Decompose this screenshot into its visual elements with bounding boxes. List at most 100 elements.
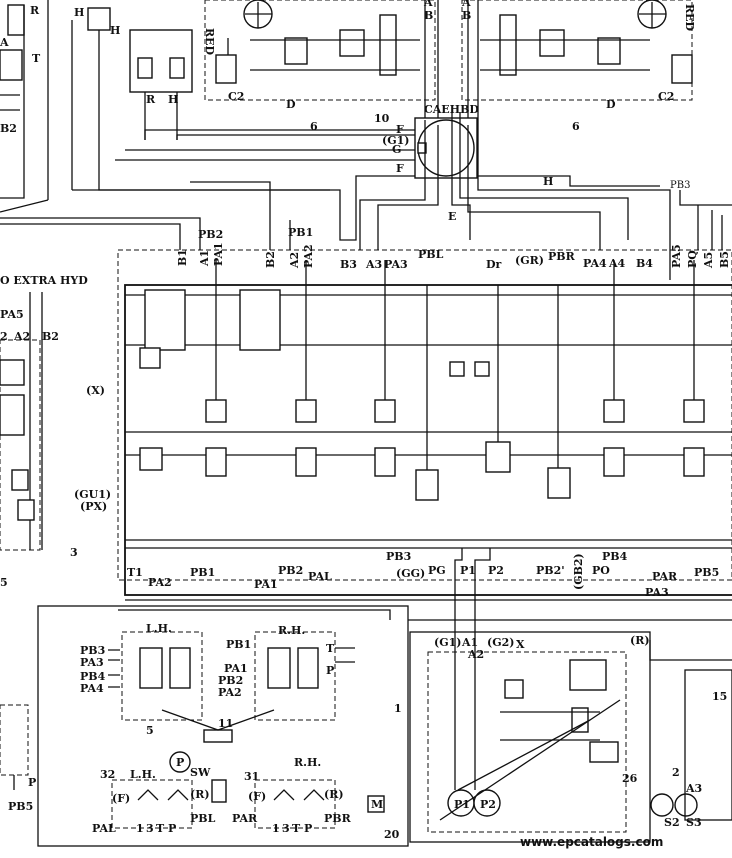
watermark-text: www.epcatalogs.com xyxy=(520,835,663,849)
label-pal-b: PAL xyxy=(92,822,116,835)
label-lh2: L.H. xyxy=(130,768,156,781)
label-p2-pump: P2 xyxy=(480,798,496,811)
main-pump-unit xyxy=(409,631,651,843)
label-pa2: PA2 xyxy=(302,244,315,268)
label-r-a: (R) xyxy=(190,788,210,801)
swivel-piping xyxy=(0,100,732,280)
label-m: M xyxy=(371,798,383,811)
label-sw: SW xyxy=(190,766,211,779)
label-a1: A1 xyxy=(198,250,211,267)
label-a3: A3 xyxy=(365,258,382,271)
label-red-right: RED xyxy=(683,4,696,32)
label-15: 15 xyxy=(712,690,727,703)
label-pa2-g: PA2 xyxy=(218,686,242,699)
label-p-circle: P xyxy=(176,756,184,769)
label-p-g: P xyxy=(326,664,334,677)
label-5-g: 5 xyxy=(146,724,154,737)
label-p-t2: P xyxy=(304,822,312,835)
label-b4: B4 xyxy=(636,257,653,270)
label-a3-pump: A3 xyxy=(685,782,702,795)
label-g2: (G2) xyxy=(487,636,514,649)
label-c2-left: C2 xyxy=(228,90,244,103)
label-a-tr: A xyxy=(461,0,471,9)
label-red-left: RED xyxy=(203,28,216,56)
label-p2: P2 xyxy=(488,564,504,577)
label-3-t2: 3 xyxy=(282,822,290,835)
label-32: 32 xyxy=(100,768,115,781)
label-a4: A4 xyxy=(608,257,626,270)
label-3-t: 3 xyxy=(146,822,154,835)
label-a2-pump: A2 xyxy=(467,648,484,661)
label-a2-left: A2 xyxy=(13,330,30,343)
label-h-sensor: H xyxy=(110,24,120,37)
label-lh: L.H. xyxy=(146,622,172,635)
label-2-pump: 2 xyxy=(672,766,680,779)
label-s3: S3 xyxy=(686,816,702,829)
label-pa4: PA4 xyxy=(583,257,607,270)
label-t-g: T xyxy=(326,642,335,655)
pump-connecting-lines xyxy=(118,548,732,661)
travel-motor-left xyxy=(204,0,439,125)
label-f-a: (F) xyxy=(112,792,130,805)
swing-brake-box xyxy=(129,29,193,140)
label-rh: R.H. xyxy=(278,624,305,637)
label-c2-right: C2 xyxy=(658,90,674,103)
label-pb1-b: PB1 xyxy=(190,566,215,579)
label-p1-pump: P1 xyxy=(454,798,470,811)
label-10: 10 xyxy=(374,112,390,125)
label-f2: F xyxy=(396,162,404,175)
label-r-top: R xyxy=(30,4,40,17)
label-pa4-g: PA4 xyxy=(80,682,104,695)
label-31: 31 xyxy=(244,770,259,783)
label-6-right: 6 xyxy=(572,120,580,133)
label-pb2-b: PB2 xyxy=(278,564,303,577)
label-pb2-g: PB2 xyxy=(218,674,243,687)
pilot-pump xyxy=(650,669,732,821)
label-6-left: 6 xyxy=(310,120,318,133)
pilot-valve-group xyxy=(37,605,409,847)
label-pbl-b: PBL xyxy=(190,812,216,825)
label-p1: P1 xyxy=(460,564,476,577)
label-pa1-b: PA1 xyxy=(254,578,278,591)
label-pbl: PBL xyxy=(418,248,444,261)
label-t-t2: T xyxy=(292,822,301,835)
label-pa5-left: PA5 xyxy=(0,308,24,321)
label-par-b: PAR xyxy=(232,812,258,825)
label-b2: B2 xyxy=(264,251,277,268)
label-b3: B3 xyxy=(340,258,357,271)
label-a5: A5 xyxy=(702,252,715,269)
label-e-line: E xyxy=(448,210,456,223)
label-r-b: (R) xyxy=(324,788,344,801)
label-dr: Dr xyxy=(486,258,502,271)
label-t1: T1 xyxy=(127,566,143,579)
extra-hyd-section xyxy=(0,292,43,551)
label-5-left: 5 xyxy=(0,576,8,589)
label-a-left: A xyxy=(0,36,9,49)
label-caebd: CAEHBD xyxy=(424,103,479,116)
label-pa3-b: PA3 xyxy=(645,586,669,599)
label-b-tl: B xyxy=(424,9,433,22)
label-b5: B5 xyxy=(718,251,731,268)
label-26: 26 xyxy=(622,772,638,785)
label-f-b: (F) xyxy=(248,790,266,803)
label-1-t2: 1 xyxy=(272,822,280,835)
label-pb5: PB5 xyxy=(694,566,719,579)
label-b2-left: B2 xyxy=(0,122,17,135)
label-pg: PG xyxy=(428,564,446,577)
label-a2: A2 xyxy=(288,252,301,269)
label-11: 11 xyxy=(218,717,233,730)
label-pa2-b: PA2 xyxy=(148,576,172,589)
label-gu1: (GU1) xyxy=(74,488,111,501)
label-pb3-g: PB3 xyxy=(80,644,105,657)
label-3: 3 xyxy=(70,546,78,559)
label-pbr-b: PBR xyxy=(324,812,352,825)
label-r-pump: (R) xyxy=(630,634,650,647)
label-gg: (GG) xyxy=(396,567,425,580)
label-h-swing: H xyxy=(168,93,178,106)
label-pb3-top: PB3 xyxy=(670,180,690,191)
label-1-t: 1 xyxy=(136,822,144,835)
label-d-left: D xyxy=(286,98,296,111)
label-pbr: PBR xyxy=(548,250,576,263)
label-2-left: 2 xyxy=(0,330,8,343)
